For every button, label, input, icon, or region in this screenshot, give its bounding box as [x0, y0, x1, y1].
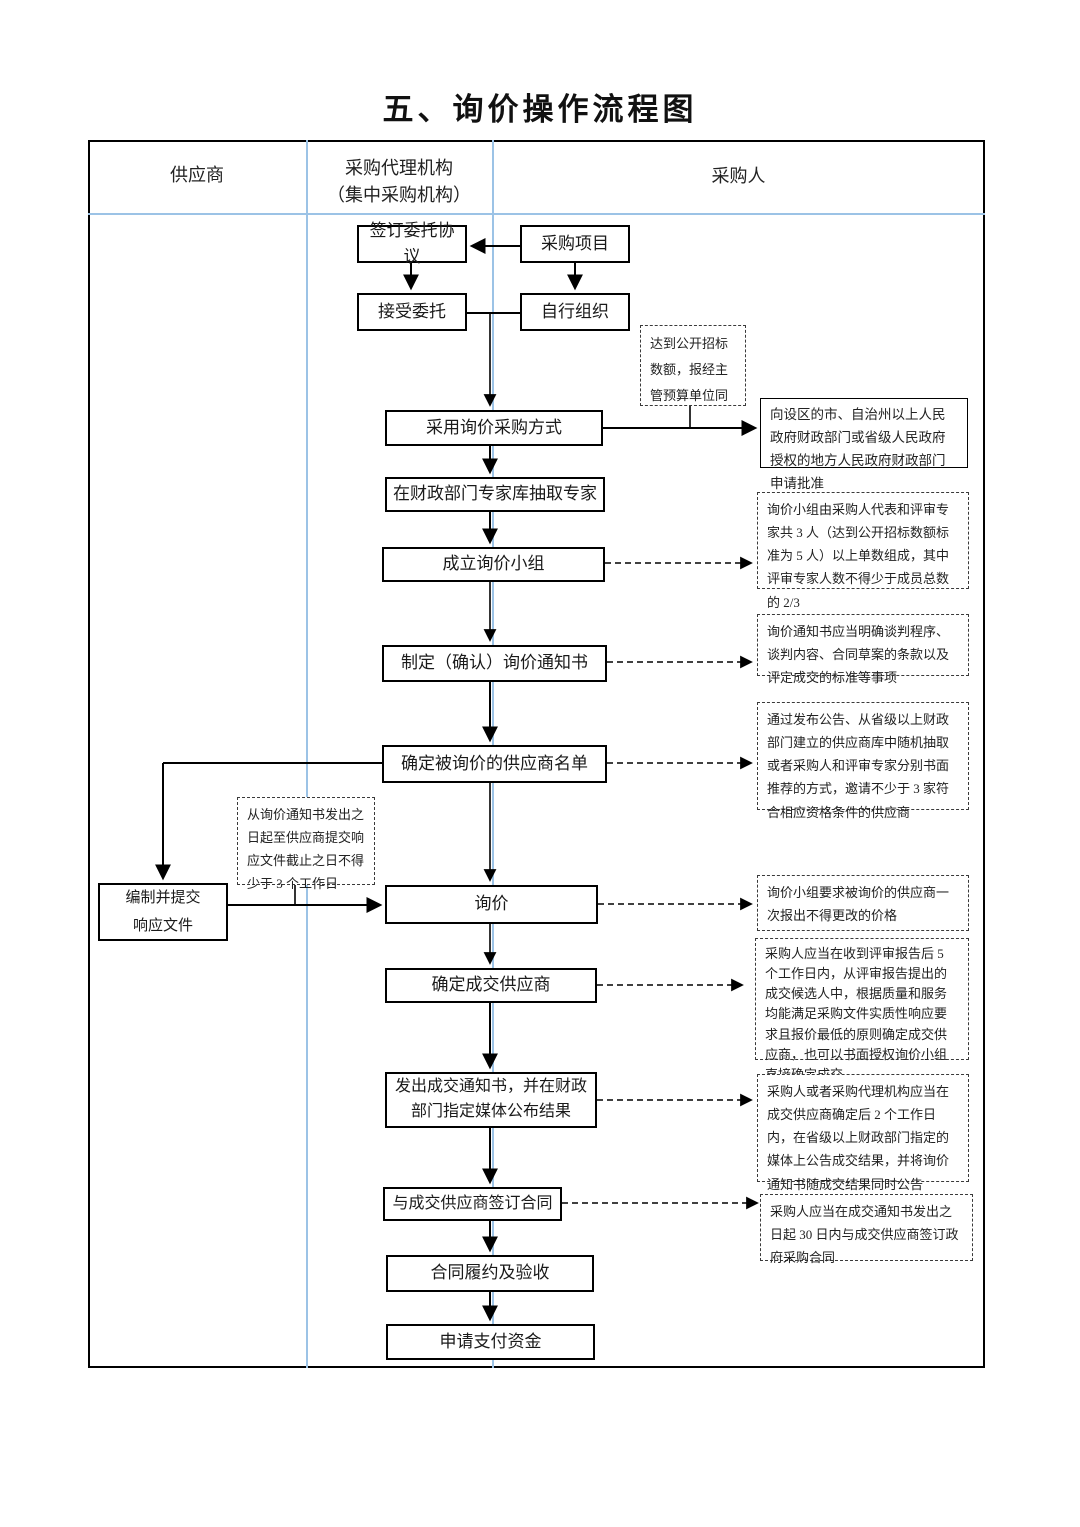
- node-supplier-list: 确定被询价的供应商名单: [382, 745, 607, 783]
- node-make-inquiry-notice: 制定（确认）询价通知书: [382, 645, 607, 682]
- node-procurement-project: 采购项目: [520, 225, 630, 263]
- node-prepare-response-line2: 响应文件: [132, 918, 193, 934]
- node-prepare-response: 编制并提交 响应文件: [98, 883, 228, 941]
- note-notice-content: 询价通知书应当明确谈判程序、谈判内容、合同草案的条款以及评定成交的标准等事项: [757, 614, 969, 685]
- page-title: 五、询价操作流程图: [382, 92, 698, 127]
- lane-header-agency-line2: （集中采购机构）: [327, 185, 471, 205]
- node-apply-payment: 申请支付资金: [386, 1324, 595, 1360]
- note-contract-deadline: 采购人应当在成交通知书发出之日起 30 日内与成交供应商签订政府采购合同: [760, 1194, 973, 1265]
- node-extract-experts: 在财政部门专家库抽取专家: [385, 477, 605, 512]
- node-sign-contract: 与成交供应商签订合同: [383, 1187, 562, 1221]
- note-one-quote: 询价小组要求被询价的供应商一次报出不得更改的价格: [757, 875, 969, 931]
- lane-header-purchaser: 采购人: [711, 166, 766, 186]
- note-apply-approval: 向设区的市、自治州以上人民政府财政部门或省级人民政府授权的地方人民政府财政部门申…: [760, 398, 968, 491]
- node-form-inquiry-group: 成立询价小组: [382, 547, 605, 582]
- lane-header-supplier: 供应商: [170, 165, 224, 185]
- node-self-organize: 自行组织: [520, 293, 630, 331]
- node-adopt-inquiry-method: 采用询价采购方式: [385, 410, 603, 446]
- note-announce-result: 采购人或者采购代理机构应当在成交供应商确定后 2 个工作日内，在省级以上财政部门…: [757, 1074, 969, 1192]
- node-confirm-deal-supplier: 确定成交供应商: [385, 968, 597, 1003]
- header-divider: [88, 213, 985, 215]
- node-issue-deal-notice: 发出成交通知书，并在财政部门指定媒体公布结果: [385, 1072, 597, 1128]
- node-prepare-response-line1: 编制并提交: [125, 889, 201, 906]
- note-group-composition: 询价小组由采购人代表和评审专家共 3 人（达到公开招标数额标准为 5 人）以上单…: [757, 492, 969, 610]
- diagram-frame: [88, 140, 985, 1368]
- lane-header-agency: 采购代理机构 （集中采购机构）: [306, 155, 492, 209]
- node-inquiry: 询价: [385, 885, 598, 924]
- note-determine-rule: 采购人应当在收到评审报告后 5 个工作日内，从评审报告提出的成交候选人中，根据质…: [755, 938, 969, 1082]
- node-contract-performance: 合同履约及验收: [386, 1255, 594, 1292]
- note-response-deadline: 从询价通知书发出之日起至供应商提交响应文件截止之日不得少于 3 个工作日: [237, 797, 375, 891]
- node-accept-delegation: 接受委托: [357, 293, 467, 331]
- lane-header-agency-line1: 采购代理机构: [345, 158, 453, 178]
- note-tender-threshold: 达到公开招标数额，报经主管预算单位同: [640, 325, 746, 406]
- lane-divider-left: [306, 140, 308, 1368]
- note-supplier-selection: 通过发布公告、从省级以上财政部门建立的供应商库中随机抽取或者采购人和评审专家分别…: [757, 702, 969, 820]
- node-sign-agreement: 签订委托协议: [357, 221, 467, 266]
